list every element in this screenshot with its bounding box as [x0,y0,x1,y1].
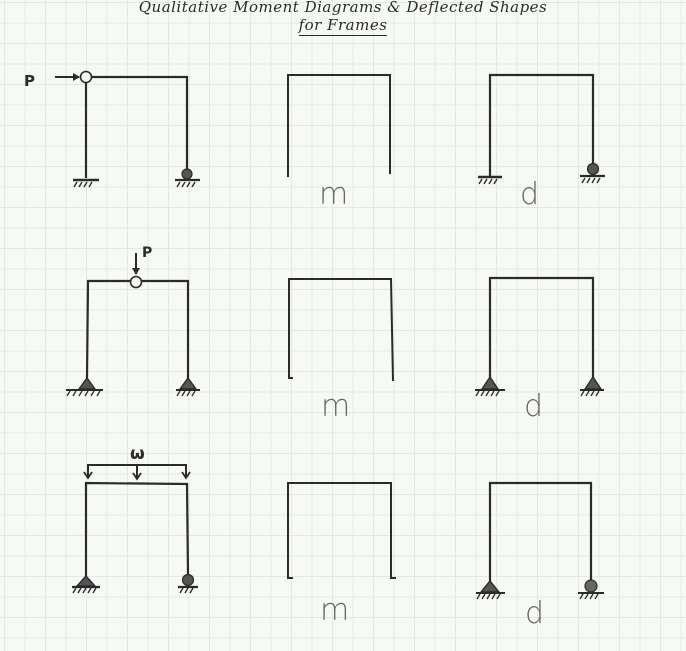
problem-frame-2 [66,253,200,397]
pin-support-icon [66,376,103,397]
pin-support-icon [475,375,505,397]
distributed-load-icon [83,464,191,481]
moment-label-row1: m [319,177,349,212]
load-label-w-row3: ω [130,444,145,464]
deflection-label-row2: d [524,389,544,424]
moment-frame-1 [287,74,391,177]
roller-support-icon [578,579,604,600]
pin-support-icon [580,375,604,397]
fixed-support-icon [73,178,99,188]
deflection-label-row1: d [520,177,540,212]
load-label-p-row2: P [142,245,153,261]
deflection-label-row3: d [525,596,545,631]
title-line-2: for Frames [0,16,686,36]
deflection-frame-1 [478,73,605,185]
moment-frame-3 [287,482,396,579]
deflection-frame-2 [475,276,604,397]
roller-support-icon [580,162,605,184]
roller-support-icon [178,573,198,594]
roller-support-icon [175,168,200,188]
moment-label-row2: m [321,389,351,424]
pin-support-icon [476,579,505,600]
hinge-icon [79,70,93,84]
pin-support-icon [72,574,100,594]
title-line-1: Qualitative Moment Diagrams & Deflected … [138,0,548,16]
fixed-support-icon [478,175,502,185]
hinge-icon [129,275,143,289]
moment-frame-2 [288,278,394,382]
pin-support-icon [176,376,200,397]
moment-label-row3: m [320,593,350,628]
load-label-p-row1: P [24,72,35,90]
title-subtitle: for Frames [298,16,388,36]
deflection-frame-3 [476,481,604,600]
problem-frame-1 [55,70,200,188]
problem-frame-3 [72,464,198,594]
